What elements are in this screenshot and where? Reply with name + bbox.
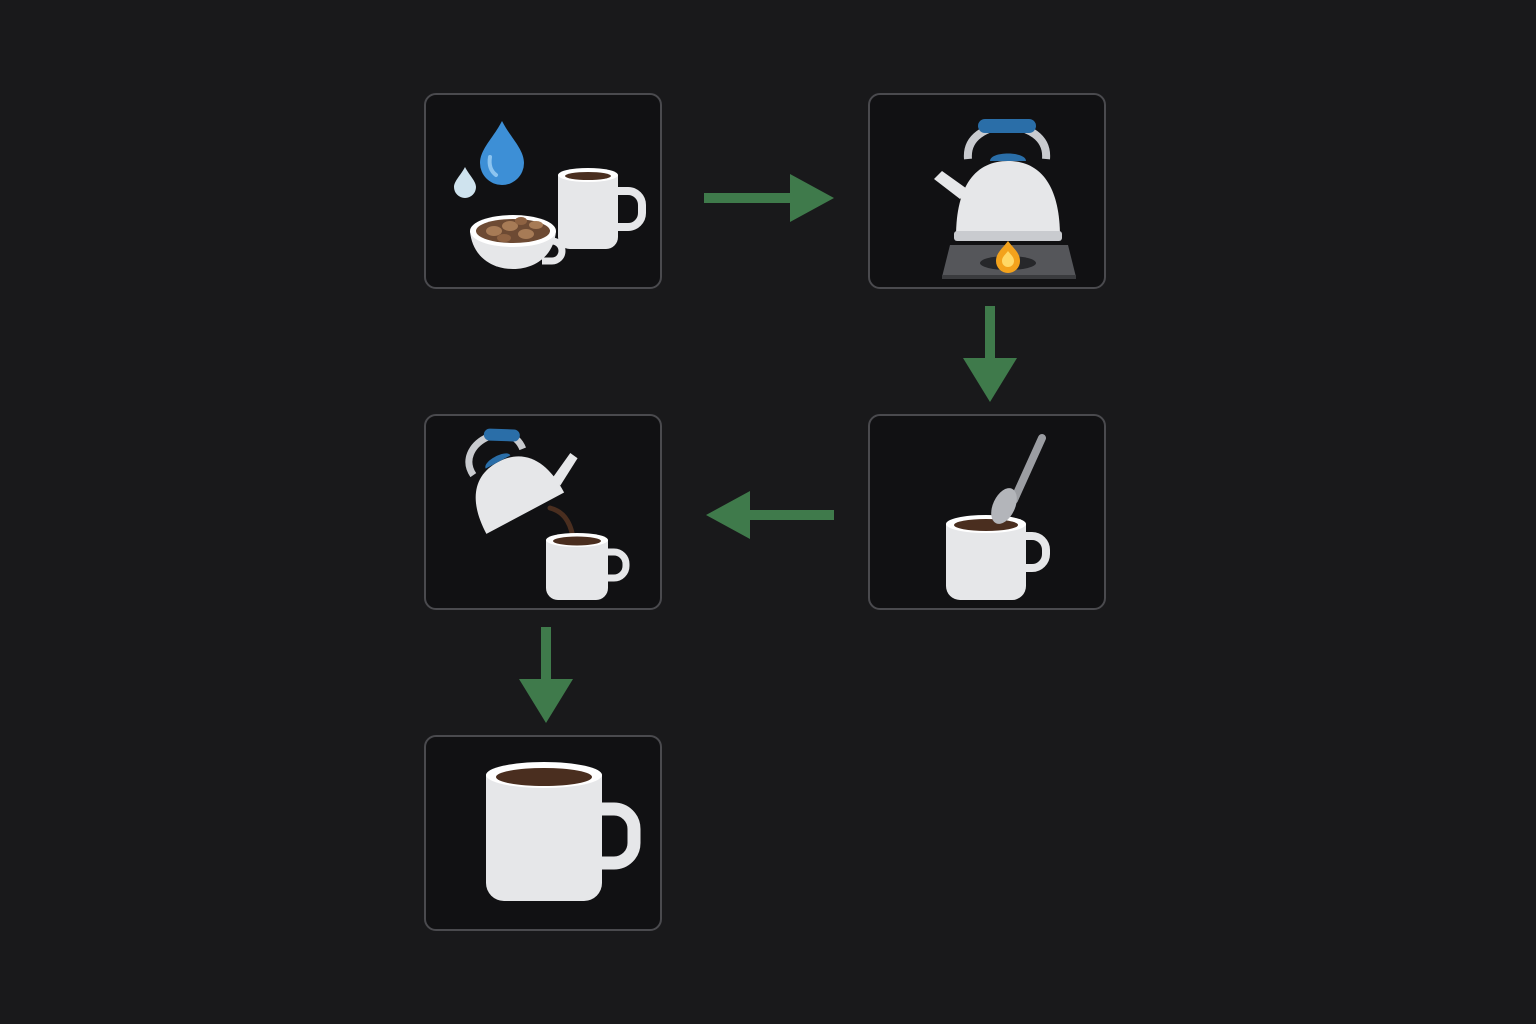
step-ready [424, 735, 662, 931]
arrow-down [963, 306, 1017, 402]
coffee-mug-icon [486, 762, 641, 901]
pouring-kettle-icon [465, 428, 578, 547]
step-pour [424, 414, 662, 610]
coffee-mug-icon [546, 533, 630, 600]
step-stir [868, 414, 1106, 610]
arrow-down [519, 627, 573, 723]
coffee-beans-icon [470, 215, 566, 269]
coffee-mug-icon [946, 515, 1050, 600]
arrow-right [704, 174, 834, 222]
step-boil-water [868, 93, 1106, 289]
mug-icon [558, 168, 646, 249]
step-ingredients [424, 93, 662, 289]
kettle-icon [934, 119, 1062, 241]
water-drop-icon [454, 121, 524, 198]
stove-flame-icon [942, 241, 1076, 279]
arrow-left [706, 491, 834, 539]
spoon-icon [991, 434, 1046, 524]
